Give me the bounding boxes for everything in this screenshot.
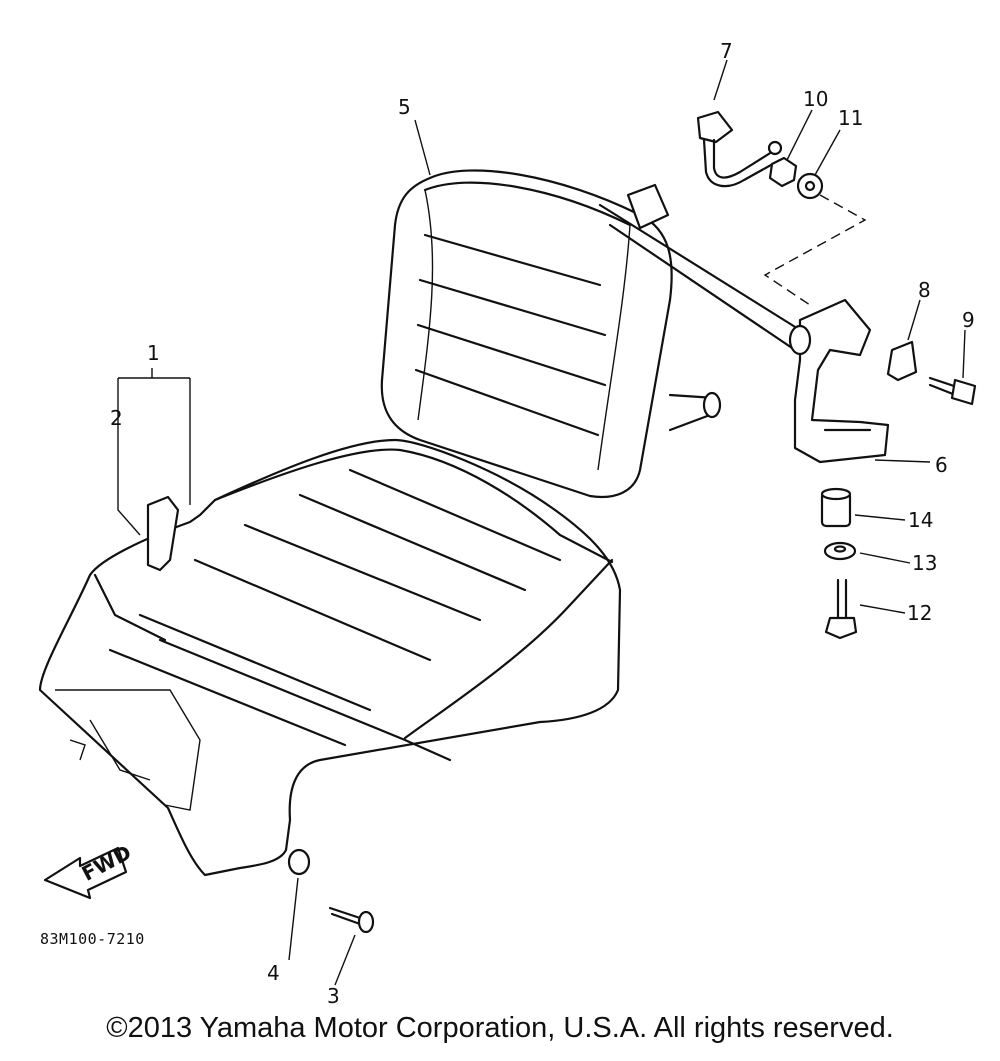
callout-13: 13	[912, 551, 937, 575]
callout-5: 5	[398, 95, 411, 119]
copyright-notice: ©2013 Yamaha Motor Corporation, U.S.A. A…	[106, 1012, 894, 1044]
callout-11: 11	[838, 106, 863, 130]
callout-9: 9	[962, 308, 975, 332]
parts-diagram: FWD 1 2 3 4 5 6 7 8 9 10 11 12 13 14	[38, 39, 977, 1008]
callout-8: 8	[918, 278, 931, 302]
callout-6: 6	[935, 453, 948, 477]
collar-part-14	[820, 487, 852, 528]
washer-part-13	[823, 541, 857, 561]
callout-14: 14	[908, 508, 933, 532]
backrest-part-5	[380, 169, 673, 498]
seat-part-2	[38, 438, 622, 877]
screw-part-3	[328, 906, 375, 934]
callout-1: 1	[147, 341, 160, 365]
callout-12: 12	[907, 601, 932, 625]
callout-2: 2	[110, 406, 123, 430]
callout-4: 4	[267, 961, 280, 985]
bolt-part-12	[824, 578, 858, 640]
callout-3: 3	[327, 984, 340, 1008]
washer-part-11	[796, 172, 824, 200]
nut-part-10	[768, 156, 798, 188]
fwd-arrow-icon: FWD	[43, 840, 135, 900]
nut-part-4	[287, 848, 311, 876]
callout-10: 10	[803, 87, 828, 111]
clip-part-8	[886, 340, 918, 382]
diagram-code: 83M100-7210	[40, 930, 145, 948]
seat-handle	[146, 495, 180, 572]
bolt-part-9	[928, 376, 977, 406]
bracket-part-6	[788, 298, 890, 464]
callout-7: 7	[720, 39, 733, 63]
backrest-rod	[598, 183, 802, 432]
rod-part-7	[696, 110, 783, 188]
